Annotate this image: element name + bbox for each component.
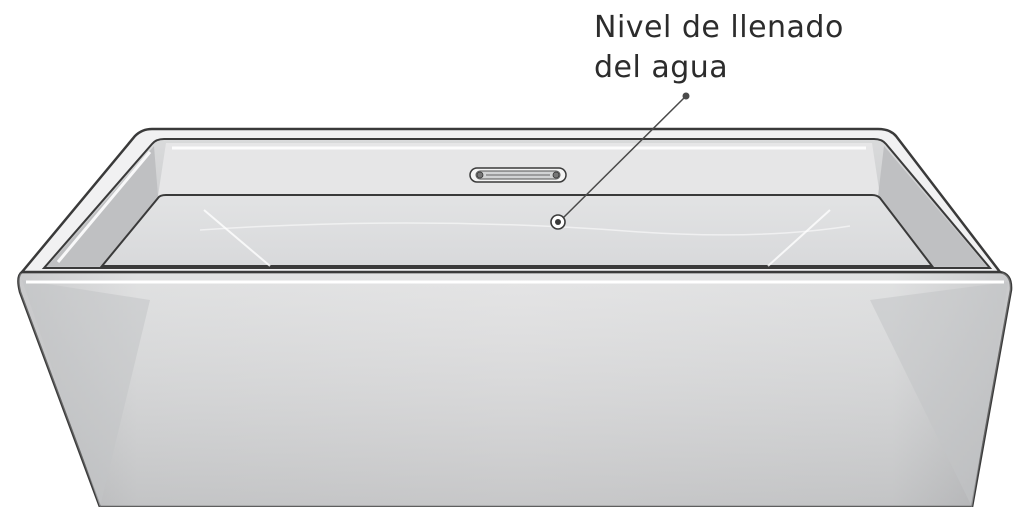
tub-right-wall — [878, 146, 986, 266]
callout-line-2: del agua — [594, 50, 729, 85]
callout-leader-line — [559, 95, 687, 222]
fill-level-marker-icon — [550, 214, 566, 230]
tub-left-facet — [22, 280, 150, 507]
tub-body-shade — [18, 272, 1012, 507]
overflow-drain-icon — [469, 167, 567, 183]
water-surface — [99, 194, 935, 267]
callout-leader-dot — [682, 92, 690, 100]
callout-line-1: Nivel de llenado — [594, 10, 844, 45]
tub-right-facet — [870, 282, 1008, 507]
water-fill-level-callout: Nivel de llenado del agua — [594, 8, 974, 88]
